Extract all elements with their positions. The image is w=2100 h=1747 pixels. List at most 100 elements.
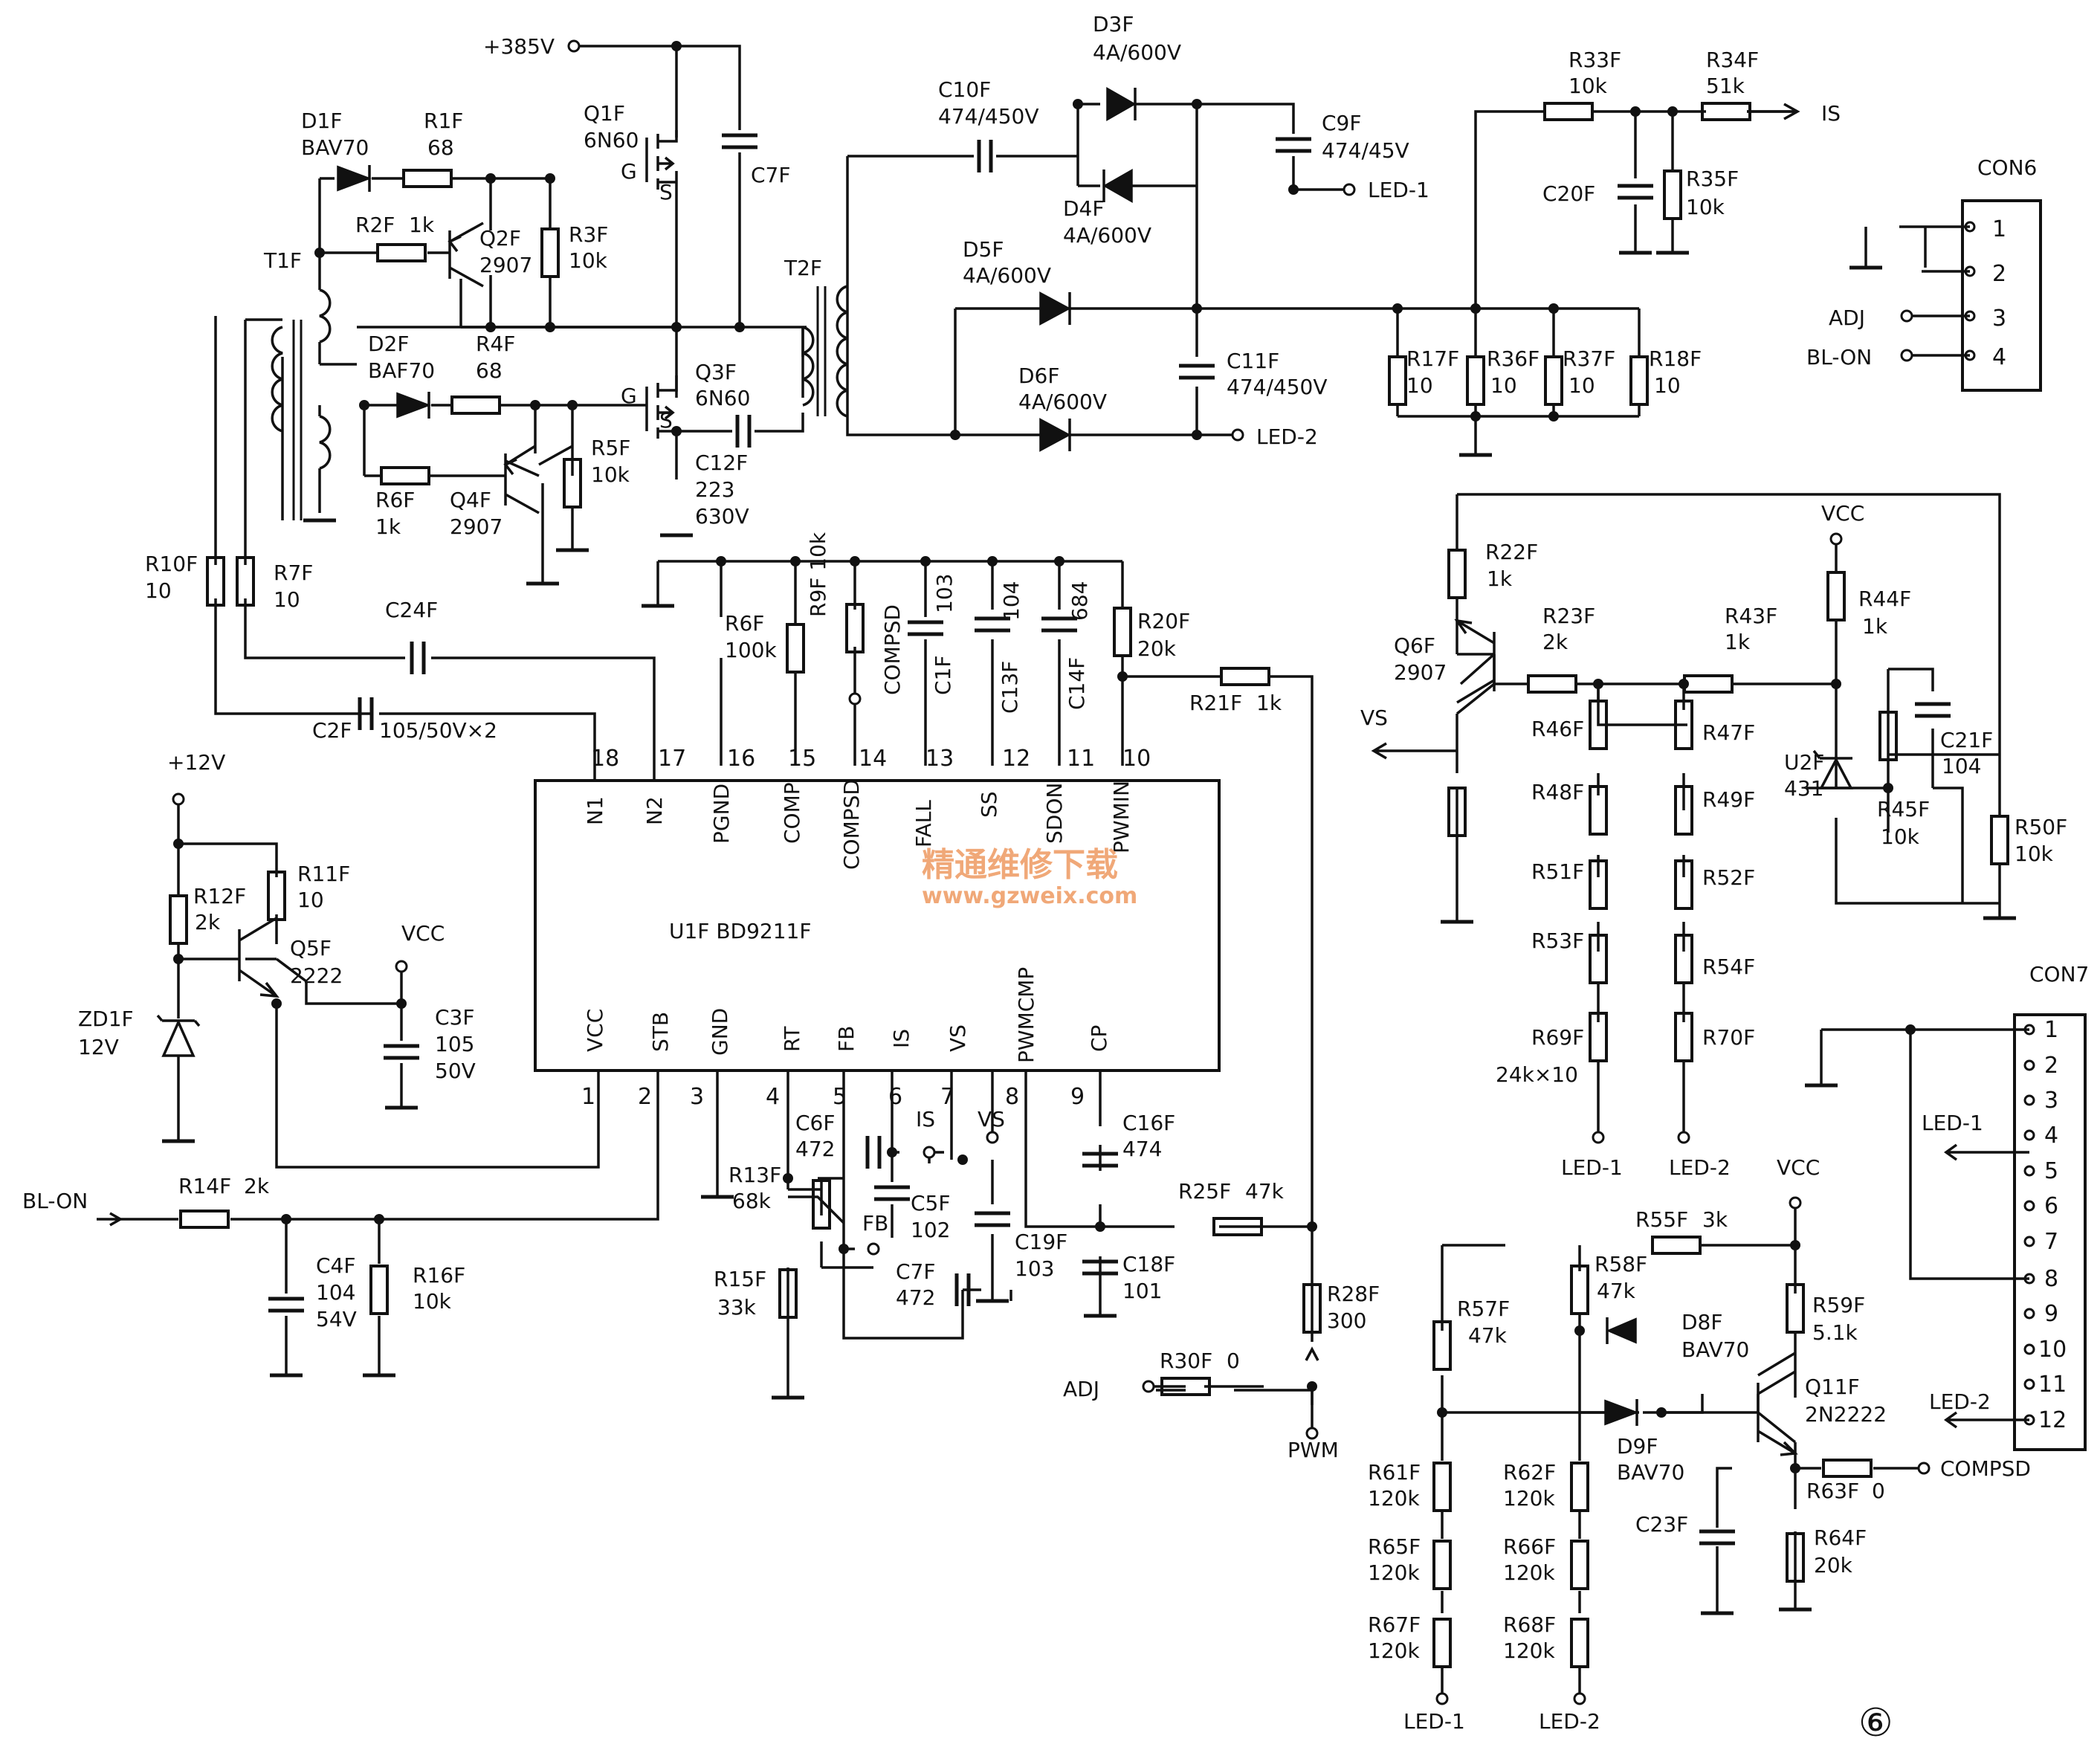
r43f-val: 1k bbox=[1725, 630, 1751, 654]
r7f-val: 10 bbox=[274, 587, 300, 612]
led2-label-top: LED-2 bbox=[1256, 424, 1318, 449]
r50f-resistor bbox=[1990, 815, 2009, 865]
c4f-val2: 54V bbox=[316, 1307, 357, 1331]
con6-body bbox=[1961, 199, 2042, 392]
u2f-shunt bbox=[1812, 749, 1853, 789]
con7-pin5: 5 bbox=[2044, 1158, 2058, 1184]
r34f-val: 51k bbox=[1706, 74, 1745, 98]
r9f-resistor bbox=[845, 603, 865, 653]
bl-on-label-con6: BL-ON bbox=[1806, 345, 1872, 369]
r14f-resistor bbox=[179, 1210, 230, 1229]
r6f-resistor-low bbox=[380, 466, 430, 485]
led1-label-mid: LED-1 bbox=[1561, 1155, 1623, 1180]
con7-pin8: 8 bbox=[2044, 1266, 2058, 1292]
r44f-ref: R44F bbox=[1858, 587, 1911, 611]
r51f-ref: R51F bbox=[1531, 859, 1584, 884]
r16f-val: 10k bbox=[413, 1289, 452, 1314]
ic-pin-9-num: 9 bbox=[1070, 1084, 1085, 1110]
q11f-ref: Q11F bbox=[1805, 1375, 1860, 1399]
ic-pin-sdon: SDON bbox=[1042, 783, 1067, 844]
con6-pin4: 4 bbox=[1992, 344, 2006, 370]
q6f-transistor bbox=[1454, 619, 1496, 704]
r35f-val: 10k bbox=[1686, 195, 1725, 219]
c23f-capacitor bbox=[1699, 1531, 1735, 1543]
c21f-val: 104 bbox=[1942, 754, 1981, 778]
r11f-val: 10 bbox=[297, 888, 324, 912]
ic-pin-pwmcmp: PWMCMP bbox=[1014, 967, 1038, 1063]
d9f-val: BAV70 bbox=[1617, 1460, 1684, 1485]
r23f-val: 2k bbox=[1542, 630, 1568, 654]
r3f-ref: R3F bbox=[569, 222, 608, 247]
ic-pin-fb: FB bbox=[834, 1026, 859, 1052]
c7f-top-ref: C7F bbox=[751, 163, 790, 187]
c5f-val: 102 bbox=[911, 1218, 950, 1242]
r5f-ref: R5F bbox=[591, 436, 630, 460]
zd1f-val: 12V bbox=[78, 1035, 119, 1059]
bjts bbox=[238, 222, 1798, 1456]
c14f-ref: C14F bbox=[1064, 657, 1089, 710]
ic-pin-17-num: 17 bbox=[658, 746, 686, 772]
is-label-ic: IS bbox=[916, 1107, 935, 1131]
ic-pin-11-num: 11 bbox=[1067, 746, 1095, 772]
r30f-ref: R30F bbox=[1160, 1349, 1212, 1373]
r55f-ref: R55F bbox=[1635, 1207, 1688, 1232]
r33f-val: 10k bbox=[1568, 74, 1608, 98]
r14f-val: 2k bbox=[244, 1174, 270, 1198]
q1f-val: 6N60 bbox=[584, 128, 639, 152]
adj-label-con6: ADJ bbox=[1829, 306, 1865, 330]
d9f-ref: D9F bbox=[1617, 1434, 1658, 1459]
c6f-ref: C6F bbox=[795, 1111, 835, 1135]
c5f-ref: C5F bbox=[911, 1191, 950, 1215]
compsd-label-right: COMPSD bbox=[1940, 1456, 2031, 1481]
vs-label-right: VS bbox=[1360, 705, 1388, 730]
r28f-ref: R28F bbox=[1327, 1282, 1380, 1306]
is-arrow-icon bbox=[1747, 103, 1800, 120]
q5f-ref: Q5F bbox=[290, 936, 332, 960]
c24f-ref: C24F bbox=[385, 598, 438, 622]
r5f-val: 10k bbox=[591, 462, 630, 487]
r17f-resistor bbox=[1388, 355, 1407, 406]
c1f-val: 103 bbox=[932, 574, 957, 613]
transformers bbox=[271, 285, 848, 520]
q5f-val: 2222 bbox=[290, 963, 343, 988]
bl-on-arrow-icon bbox=[97, 1212, 123, 1227]
r1f-resistor bbox=[402, 169, 453, 188]
r25f-val: 47k bbox=[1245, 1179, 1285, 1204]
led2-label-con7: LED-2 bbox=[1929, 1389, 1991, 1414]
con7-pin1: 1 bbox=[2044, 1017, 2058, 1043]
d3f-ref: D3F bbox=[1093, 12, 1134, 36]
c2f-ref: C2F bbox=[312, 718, 352, 743]
r36f-resistor bbox=[1466, 355, 1485, 406]
ic-pin-16-num: 16 bbox=[727, 746, 755, 772]
r50f-ref: R50F bbox=[2015, 815, 2067, 839]
ic-pin-5-num: 5 bbox=[833, 1084, 847, 1110]
con7-pin9: 9 bbox=[2044, 1301, 2058, 1327]
ic-pin-vs: VS bbox=[946, 1024, 970, 1052]
r13f-ref: R13F bbox=[728, 1163, 781, 1187]
t1f-lower-coil bbox=[319, 415, 332, 470]
con7-pin11: 11 bbox=[2038, 1372, 2067, 1398]
r67f-val: 120k bbox=[1368, 1638, 1420, 1663]
vs-label-ic: VS bbox=[978, 1107, 1005, 1131]
ic-pin-ss: SS bbox=[977, 791, 1001, 818]
c18f-ref: C18F bbox=[1122, 1252, 1175, 1276]
t1f-primary-coil bbox=[319, 288, 332, 343]
ic-pin-cp: CP bbox=[1087, 1025, 1111, 1052]
r18f-resistor bbox=[1629, 355, 1649, 406]
r52f-ref: R52F bbox=[1702, 865, 1755, 890]
r45f-val: 10k bbox=[1881, 824, 1920, 849]
c21f-ref: C21F bbox=[1940, 728, 1993, 752]
con7-pin-circles bbox=[2023, 1024, 2035, 1426]
q3f-gate: G bbox=[621, 384, 637, 408]
ic-pin-10-num: 10 bbox=[1122, 746, 1151, 772]
c9f-val: 474/45V bbox=[1322, 138, 1409, 163]
r34f-ref: R34F bbox=[1706, 48, 1759, 72]
c18f-val: 101 bbox=[1122, 1279, 1162, 1303]
r62f-ref: R62F bbox=[1503, 1460, 1556, 1485]
q4f-ref: Q4F bbox=[450, 488, 491, 512]
r18f-ref: R18F bbox=[1649, 346, 1702, 371]
r61f-val: 120k bbox=[1368, 1486, 1420, 1511]
ic-pin-15-num: 15 bbox=[788, 746, 816, 772]
r43f-ref: R43F bbox=[1725, 604, 1777, 628]
t2f-primary-coil bbox=[802, 326, 815, 407]
